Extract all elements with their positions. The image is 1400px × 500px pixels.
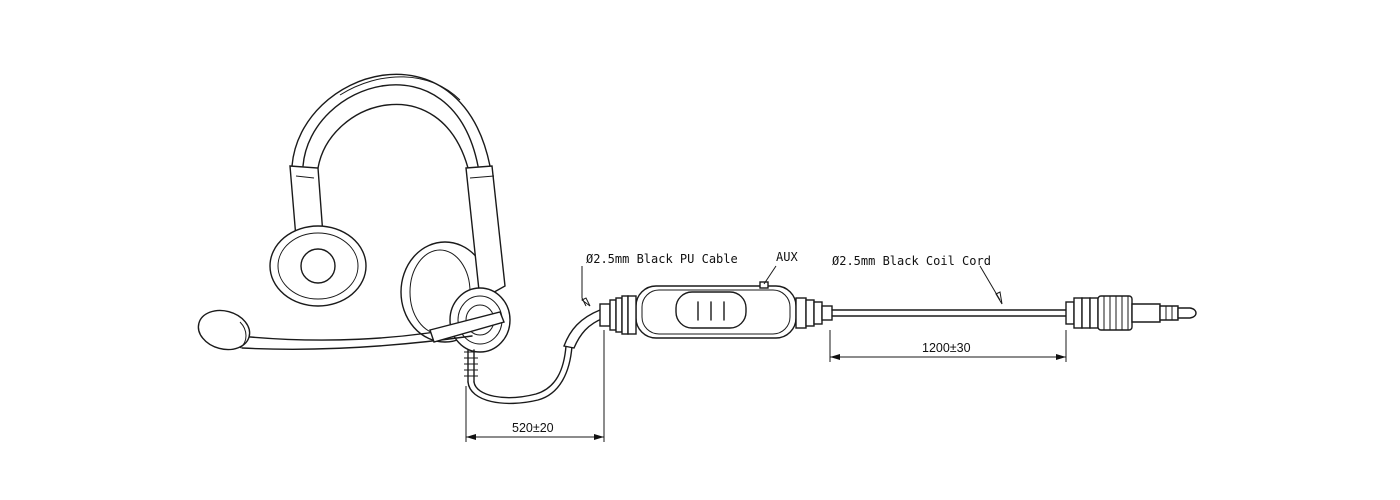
- cable-length-dimension: 520±20: [512, 421, 554, 435]
- pu-cable: [464, 295, 629, 405]
- dimension-520: [465, 330, 605, 442]
- cord-length-dimension: 1200±30: [922, 341, 971, 355]
- coil-cord-label: Ø2.5mm Black Coil Cord: [832, 254, 991, 268]
- pu-cable-label: Ø2.5mm Black PU Cable: [586, 252, 738, 266]
- inline-control-box: [627, 281, 833, 339]
- dimension-1200: [829, 330, 1067, 362]
- plug-connector: [1065, 295, 1197, 331]
- aux-label: AUX: [776, 250, 798, 264]
- right-earcup: [400, 165, 511, 353]
- headband: [291, 73, 491, 169]
- coil-cord: [831, 309, 1067, 317]
- callout-leaders: [581, 265, 1003, 307]
- left-earcup: [269, 165, 367, 307]
- boom-mic: [197, 309, 505, 351]
